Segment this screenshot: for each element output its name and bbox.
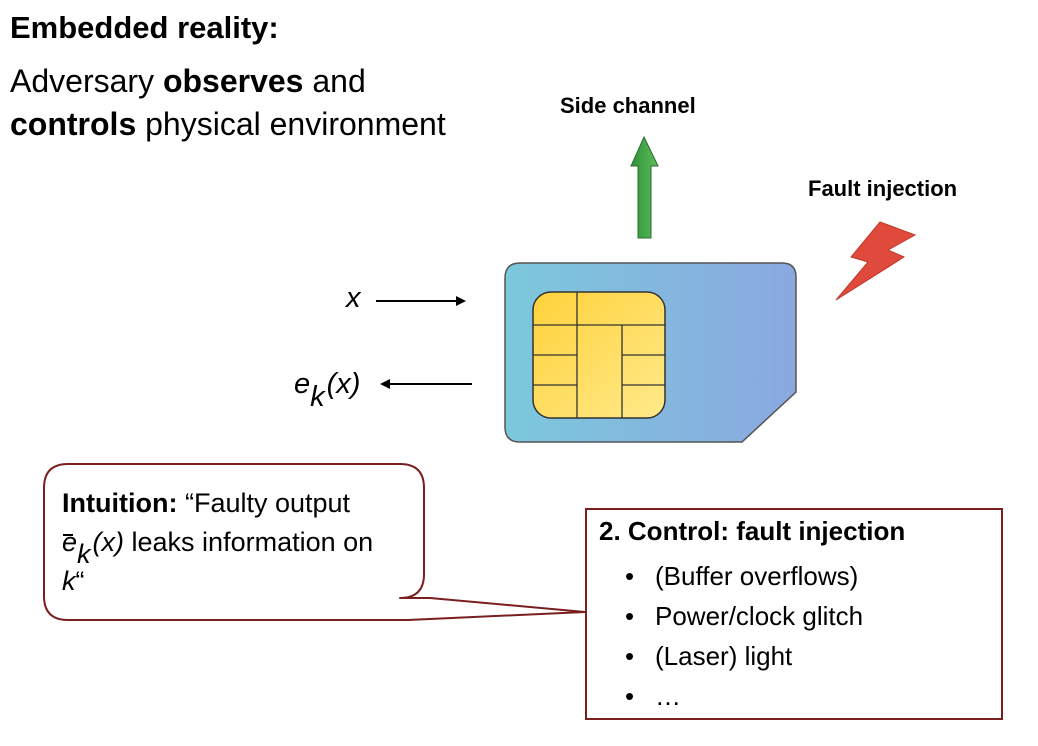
control-box-title: 2. Control: fault injection (599, 516, 906, 546)
input-arrow-icon (376, 296, 466, 306)
output-label: ek(x) (294, 368, 361, 413)
faulty-output-arg: (x) (92, 527, 125, 557)
intuition-text: Intuition: “Faulty output ek(x) leaks in… (62, 484, 402, 601)
heading: Embedded reality: (10, 10, 279, 45)
intuition-speech-bubble (43, 463, 586, 621)
subtitle: Adversary observes and controls physical… (10, 60, 480, 146)
subtitle-text-2: and (303, 63, 366, 99)
chip-contacts-icon (532, 291, 666, 419)
subtitle-bold-observes: observes (162, 63, 304, 99)
output-arrow-icon (380, 379, 472, 389)
control-fault-injection-box: 2. Control: fault injection (Buffer over… (585, 508, 1003, 720)
control-item: (Laser) light (625, 636, 863, 676)
faulty-output-subscript: k (77, 539, 91, 569)
fault-injection-label: Fault injection (808, 176, 958, 201)
control-item: … (625, 676, 863, 716)
subtitle-text-1: Adversary (10, 63, 163, 99)
side-channel-arrow-icon (630, 135, 659, 239)
subtitle-bold-controls: controls (10, 106, 137, 142)
output-label-subscript: k (310, 381, 325, 413)
intuition-text-2: leaks information on (124, 527, 374, 557)
input-x-label: x (346, 282, 361, 314)
side-channel-label: Side channel (560, 93, 696, 118)
control-item: (Buffer overflows) (625, 556, 863, 596)
intuition-text-3: “ (75, 566, 85, 596)
output-label-base: e (294, 368, 311, 400)
output-label-arg: (x) (326, 368, 361, 400)
intuition-key: k (62, 566, 76, 596)
subtitle-text-3: physical environment (136, 106, 446, 142)
faulty-output-base: e (62, 527, 78, 557)
lightning-bolt-icon (835, 221, 917, 301)
intuition-text-1: “Faulty output (177, 488, 351, 518)
control-items-list: (Buffer overflows) Power/clock glitch (L… (625, 556, 863, 716)
control-item: Power/clock glitch (625, 596, 863, 636)
intuition-bold-label: Intuition: (62, 488, 178, 518)
